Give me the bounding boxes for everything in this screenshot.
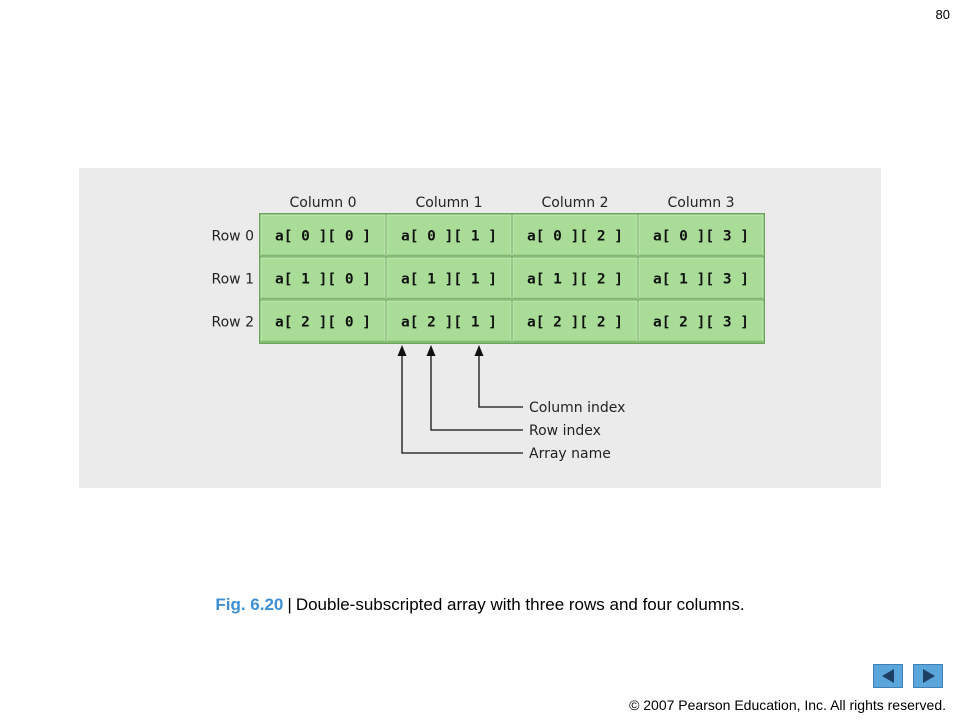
row-headers: Row 0 Row 1 Row 2 [212,229,254,331]
array-cell [512,257,638,300]
cell-label: a[ 0 ][ 0 ] [275,229,371,245]
array-cell [260,214,386,257]
array-cell [386,300,512,343]
arrow-head-icon [397,345,407,356]
row-header-1: Row 1 [212,272,254,288]
callout-label-1: Row index [529,423,601,439]
arrow-head-icon [474,345,484,356]
previous-slide-button[interactable] [873,664,903,688]
callout-label-0: Column index [529,400,625,416]
array-cell [512,214,638,257]
cell-label: a[ 1 ][ 3 ] [653,272,749,288]
callout-lines [397,345,523,454]
callout-line-1 [430,355,523,431]
figure-number: Fig. 6.20 [215,595,284,614]
cell-label: a[ 2 ][ 2 ] [527,315,623,331]
caption-text: Double-subscripted array with three rows… [295,595,745,614]
triangle-left-icon [882,669,894,683]
column-header-1: Column 1 [416,195,483,211]
array-cell [260,257,386,300]
array-cell [638,257,764,300]
row-header-2: Row 2 [212,315,254,331]
cell-label: a[ 1 ][ 0 ] [275,272,371,288]
next-slide-button[interactable] [913,664,943,688]
cell-label: a[ 2 ][ 1 ] [401,315,497,331]
cell-label: a[ 0 ][ 1 ] [401,229,497,245]
array-cell [638,300,764,343]
cell-label: a[ 1 ][ 2 ] [527,272,623,288]
cell-label: a[ 0 ][ 3 ] [653,229,749,245]
copyright-notice: © 2007 Pearson Education, Inc. All right… [629,697,946,713]
cell-label: a[ 1 ][ 1 ] [401,272,497,288]
array-cell [260,300,386,343]
row-header-0: Row 0 [212,229,254,245]
column-header-0: Column 0 [290,195,357,211]
cell-label: a[ 0 ][ 2 ] [527,229,623,245]
column-header-2: Column 2 [542,195,609,211]
callout-line-0 [478,355,523,408]
column-header-3: Column 3 [668,195,735,211]
caption-separator: | [287,595,292,614]
cell-label: a[ 2 ][ 3 ] [653,315,749,331]
callout-line-2 [401,355,523,454]
triangle-right-icon [923,669,935,683]
array-cell [638,214,764,257]
column-headers: Column 0 Column 1 Column 2 Column 3 [290,195,735,211]
array-cells: a[ 0 ][ 0 ] a[ 0 ][ 1 ] a[ 0 ][ 2 ] a[ 0 ][… [259,213,765,344]
cell-label: a[ 2 ][ 0 ] [275,315,371,331]
array-cell [386,257,512,300]
array-cell [512,300,638,343]
page-number: 80 [935,7,950,22]
callout-label-2: Array name [529,446,611,462]
figure-caption: Fig. 6.20|Double-subscripted array with … [0,595,960,615]
arrow-head-icon [426,345,436,356]
